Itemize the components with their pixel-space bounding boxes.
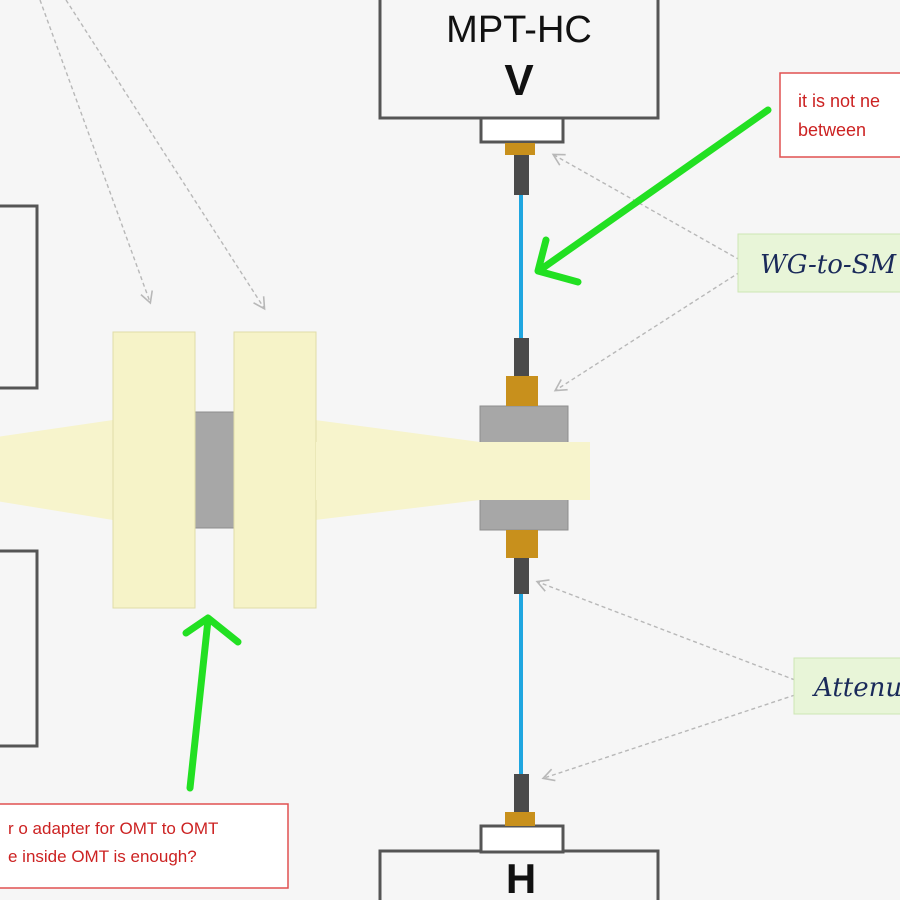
note-bottom-left-line1: r o adapter for OMT to OMT: [8, 819, 218, 838]
green-arrow-top: [534, 106, 772, 286]
omt-waveguide: [316, 442, 590, 500]
note-top-right-line1: it is not ne: [798, 91, 880, 111]
left-device-box-lower: [0, 549, 39, 748]
top-device-name: MPT-HC: [446, 9, 592, 51]
top-connector-gold: [505, 143, 535, 155]
atten-label-text: Attenu: [812, 673, 900, 703]
left-flange: [112, 331, 196, 609]
dashed-callout-arrows-right: [535, 153, 796, 782]
top-device-port: [479, 116, 565, 144]
bottom-cable-assembly: [505, 530, 538, 826]
bottom-connector-dark: [514, 774, 529, 812]
left-horn: [0, 420, 113, 520]
note-bottom-left-line2: e inside OMT is enough?: [8, 847, 197, 866]
label-wg-to-sma: WG-to-SM: [737, 233, 900, 293]
note-box-top-right: it is not ne between: [779, 72, 900, 158]
bottom-attenuator-gold: [506, 530, 538, 558]
bottom-device-box: [378, 849, 660, 900]
bottom-attenuator-dark: [514, 558, 529, 594]
green-arrow-bottom: [182, 614, 242, 792]
top-connector-dark: [514, 155, 529, 195]
label-attenuator: Attenu: [793, 657, 900, 715]
bottom-device-port: [479, 824, 565, 854]
wg-label-text: WG-to-SM: [760, 250, 897, 280]
note-top-right-line2: between: [798, 120, 866, 140]
top-cable-assembly: [505, 143, 538, 406]
top-attenuator-dark: [514, 338, 529, 376]
right-flange: [233, 331, 317, 609]
top-attenuator-gold: [506, 376, 538, 406]
omt-spacer-block: [193, 412, 235, 528]
top-port-label: V: [504, 56, 534, 105]
bottom-connector-gold: [505, 812, 535, 826]
bottom-port-label: H: [506, 855, 536, 900]
left-device-box-upper: [0, 204, 39, 390]
dashed-callout-arrows-top-left: [39, 0, 266, 311]
top-device-box: [378, 0, 660, 120]
note-box-bottom-left: r o adapter for OMT to OMT e inside OMT …: [0, 803, 289, 889]
